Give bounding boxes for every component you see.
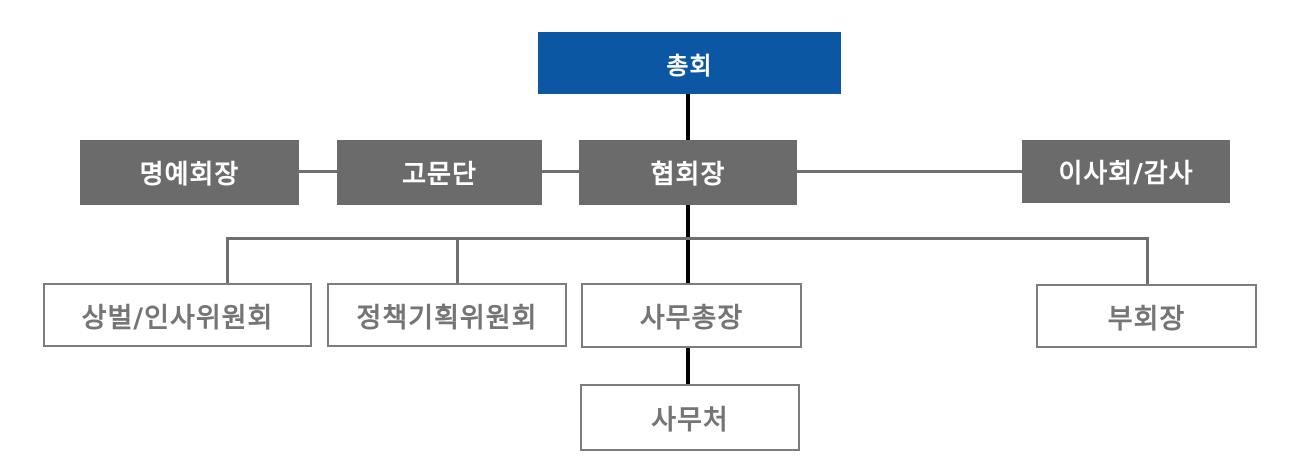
connector-advisory-president: [542, 170, 579, 173]
connector-drop-rewards-personnel: [226, 237, 229, 283]
node-association-president-label: 협회장: [650, 160, 726, 190]
node-honorary-chairman-label: 명예회장: [139, 160, 240, 190]
connector-honorary-advisory: [299, 170, 337, 173]
connector-president-board-audit: [797, 170, 1022, 173]
connector-level3-bus: [226, 237, 1149, 240]
connector-drop-vice-president: [1146, 237, 1149, 284]
node-honorary-chairman: 명예회장: [80, 140, 299, 205]
node-vice-president-label: 부회장: [1107, 303, 1186, 335]
connector-secretary-general-secretariat: [686, 348, 690, 384]
node-association-president: 협회장: [579, 140, 797, 205]
node-general-assembly: 총회: [538, 32, 841, 94]
node-rewards-personnel-committee: 상벌/인사위원회: [43, 283, 312, 347]
node-advisory-board-label: 고문단: [402, 160, 477, 190]
node-secretariat: 사무처: [580, 384, 800, 451]
node-general-assembly-label: 총회: [666, 51, 713, 80]
connector-drop-policy-planning: [456, 237, 459, 283]
node-rewards-personnel-committee-label: 상벌/인사위원회: [81, 302, 274, 334]
node-board-audit-label: 이사회/감사: [1058, 159, 1194, 189]
node-board-audit: 이사회/감사: [1022, 140, 1230, 203]
node-policy-planning-committee-label: 정책기획위원회: [356, 302, 538, 334]
node-advisory-board: 고문단: [337, 140, 542, 205]
connector-assembly-president: [686, 94, 690, 140]
node-secretary-general-label: 사무총장: [639, 303, 744, 334]
node-secretary-general: 사무총장: [581, 283, 802, 348]
connector-president-secretary-general: [686, 205, 690, 283]
node-vice-president: 부회장: [1036, 284, 1257, 348]
node-policy-planning-committee: 정책기획위원회: [327, 283, 567, 347]
node-secretariat-label: 사무처: [651, 405, 729, 436]
